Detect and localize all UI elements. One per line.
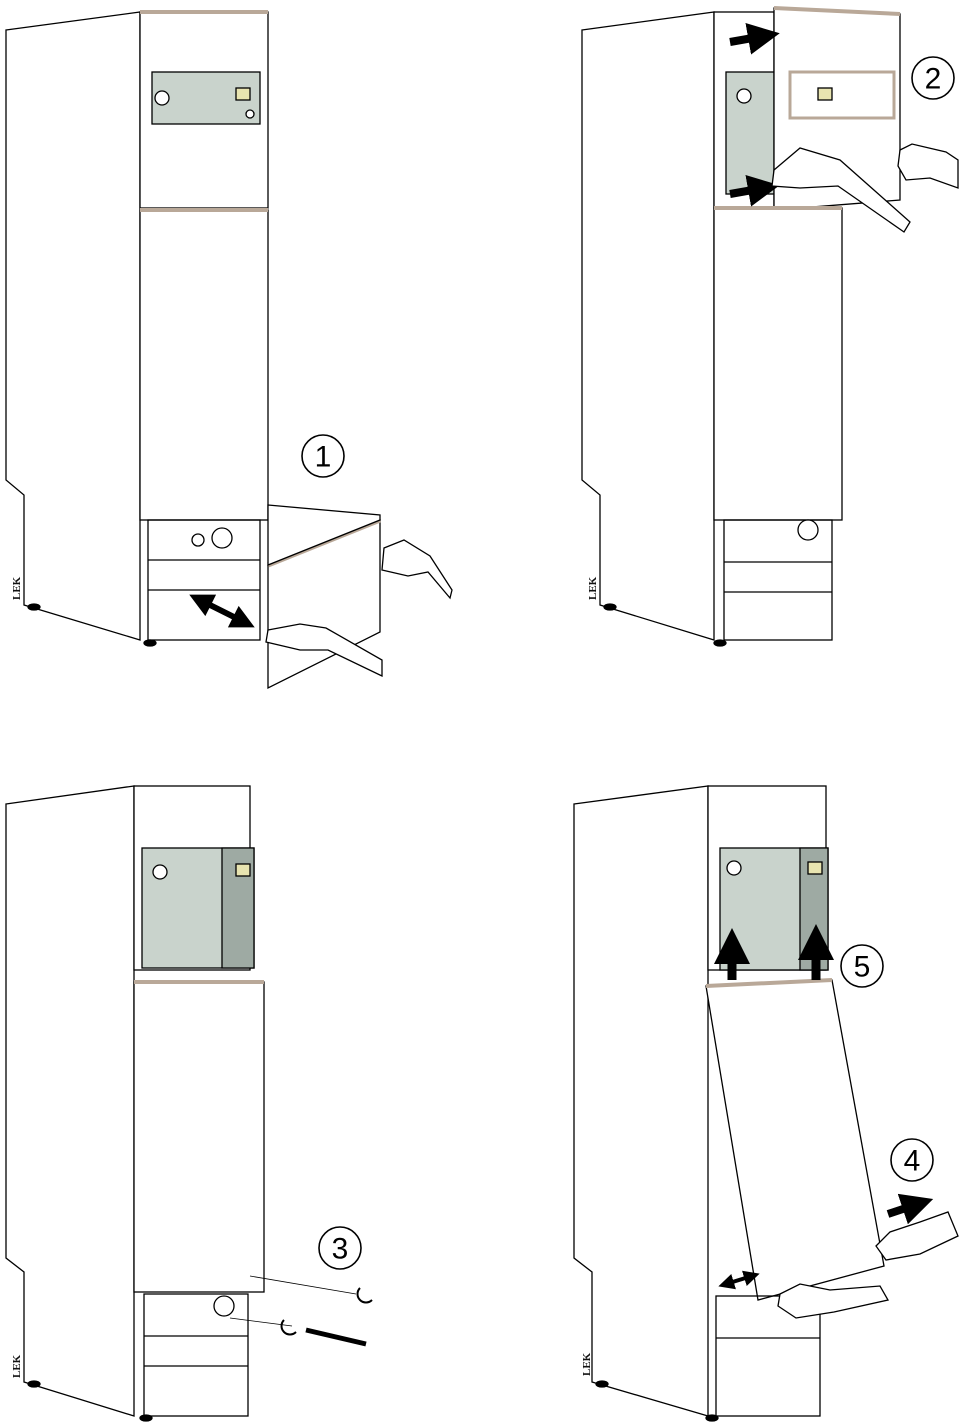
hand-icon — [771, 147, 911, 233]
step-badge-4: 4 — [890, 1138, 934, 1182]
pump-icon — [211, 527, 233, 549]
display-icon — [807, 861, 823, 875]
cabinet-side — [581, 11, 715, 641]
brand-mark: LEK — [11, 1354, 23, 1378]
brand-mark: LEK — [581, 1352, 593, 1376]
step-number: 1 — [315, 441, 332, 474]
gauge-icon — [736, 88, 752, 104]
gauge-icon — [726, 860, 742, 876]
rotate-arrow-icon — [356, 1287, 373, 1304]
cabinet-side — [5, 11, 141, 641]
step-number: 4 — [904, 1145, 921, 1178]
slide-arrow — [718, 1270, 760, 1290]
slide-arrow — [189, 594, 255, 628]
panel-step-3 — [5, 785, 373, 1422]
removed-lower-front — [705, 979, 885, 1301]
display-icon — [817, 87, 833, 101]
rotate-arrow-icon — [280, 1319, 297, 1336]
valve-icon — [191, 533, 205, 547]
hand-icon — [265, 623, 383, 678]
step-badge-3: 3 — [318, 1226, 362, 1270]
cabinet-side — [5, 785, 135, 1417]
knob-icon — [245, 109, 255, 119]
step-number: 3 — [332, 1233, 349, 1266]
control-box — [725, 71, 775, 195]
base-frame — [147, 519, 261, 641]
base-frame — [715, 1295, 821, 1417]
hand-icon — [897, 143, 959, 189]
cabinet-front-lower — [133, 981, 265, 1293]
gauge-icon — [152, 864, 168, 880]
brand-mark: LEK — [11, 576, 23, 600]
step-badge-2: 2 — [911, 56, 955, 100]
pump-icon — [797, 519, 819, 541]
cabinet-front-lower — [139, 209, 269, 521]
pump-icon — [213, 1295, 235, 1317]
pull-arrow — [886, 1193, 934, 1225]
gauge-icon — [154, 90, 170, 106]
cabinet-front-lower — [713, 207, 843, 521]
display-icon — [235, 863, 251, 877]
step-number: 5 — [854, 951, 871, 984]
screwdriver-icon — [305, 1327, 367, 1347]
control-window — [788, 70, 896, 120]
cabinet-side — [573, 785, 709, 1417]
panel-step-2 — [581, 6, 959, 647]
step-badge-5: 5 — [840, 944, 884, 988]
pull-arrow-bottom — [729, 175, 780, 207]
display-icon — [235, 87, 251, 101]
hand-icon — [875, 1211, 959, 1261]
hand-icon — [381, 539, 453, 600]
base-frame — [143, 1293, 249, 1417]
step-number: 2 — [925, 63, 942, 96]
brand-mark: LEK — [587, 576, 599, 600]
hand-icon — [777, 1283, 890, 1319]
step-badge-1: 1 — [301, 434, 345, 478]
base-frame — [723, 519, 833, 641]
screw-line-top — [249, 1275, 357, 1295]
panel-step-4-5 — [573, 785, 959, 1422]
pull-arrow-top — [729, 23, 780, 55]
panel-step-1 — [5, 10, 453, 690]
